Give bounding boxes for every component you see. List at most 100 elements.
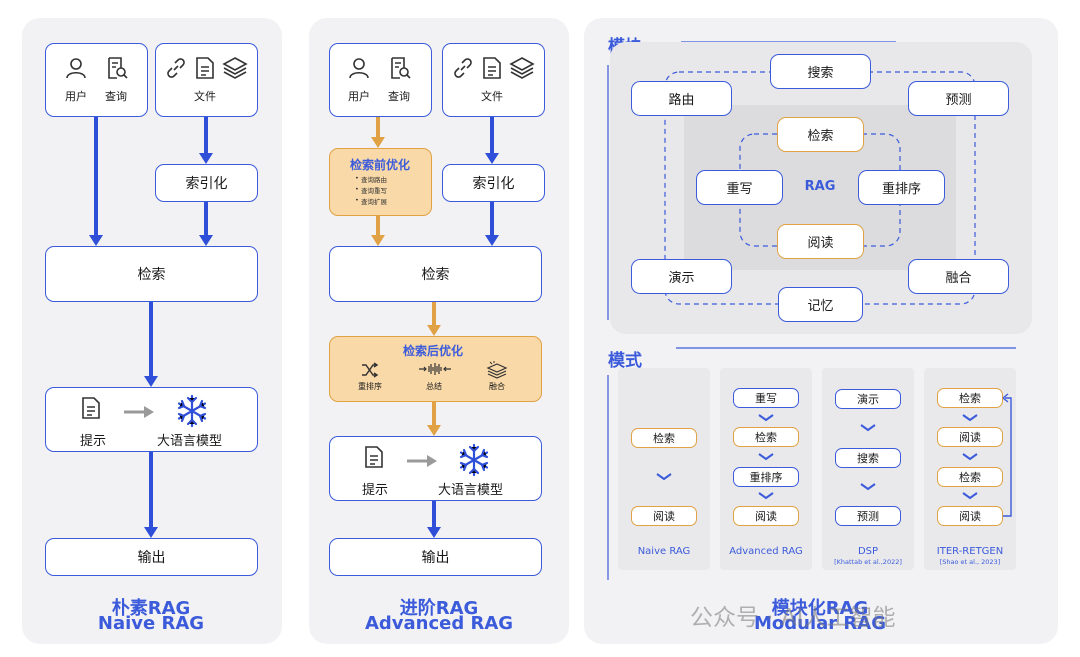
pre-retrieval-box [329,148,432,216]
pattern-step: 搜索 [835,447,901,468]
pattern-step: 预测 [835,506,901,526]
snowflake-icon [459,443,489,477]
pre-retrieval-title: 检索前优化 [349,158,411,172]
pattern-name: Naive RAG [637,546,691,557]
pattern-step: 重排序 [733,466,799,487]
query-label: 查询 [105,90,127,103]
module-routing: 路由 [631,81,732,116]
module-retrieve-label: 检索 [807,129,834,144]
pattern-citation: [Khattab et al.,2022] [834,558,902,566]
arrowhead [485,235,499,246]
user-query-box [329,43,432,117]
module-demonstrate: 演示 [631,259,732,294]
arrowhead [89,235,103,246]
post-item-1: 重排序 [358,382,382,391]
chevron-down-icon [758,492,774,500]
fusion-stack-icon [486,361,508,379]
chevron-down-icon [962,492,978,500]
module-search: 搜索 [770,54,871,89]
arrowhead [144,376,158,387]
watermark-text: 公众号 · AI人工智能 [690,605,896,631]
module-fusion: 融合 [908,259,1009,294]
post-item-2: 总结 [426,382,442,391]
indexing-label: 索引化 [472,176,515,192]
arrow-post-to-llm [432,402,436,426]
arrow-indexing-to-retrieval [204,202,208,236]
right-arrow-icon [407,455,437,467]
files-box [155,43,258,117]
document-icon [483,57,501,79]
arrow-files-to-indexing [490,117,494,155]
chevron-down-icon [656,473,672,481]
output-box: 输出 [329,538,542,576]
user-label: 用户 [65,90,87,103]
module-rag-label: RAG [804,179,836,194]
retrieval-label: 检索 [137,267,166,283]
pattern-step: 阅读 [733,506,799,526]
link-icon [454,58,472,78]
output-label: 输出 [421,550,450,566]
arrow-pre-to-retrieval [376,216,380,236]
query-label: 查询 [388,90,410,103]
chevron-down-icon [758,453,774,461]
arrow-indexing-to-retrieval [490,202,494,236]
arrow-query-to-retrieval [94,117,98,236]
arrowhead [427,325,441,336]
indexing-label: 索引化 [185,176,228,192]
arrowhead [199,235,213,246]
module-demonstrate-label: 演示 [668,271,695,286]
user-icon [349,58,369,79]
arrow-llm-to-output [149,452,153,528]
module-search-label: 搜索 [807,66,834,81]
arrow-llm-to-output [432,501,436,528]
prompt-llm-box [329,436,542,501]
arrowhead [427,527,441,538]
arrowhead [371,235,385,246]
modular-title-cn: 模块化RAG [771,598,869,619]
indexing-box: 索引化 [155,164,258,202]
module-rewrite: 重写 [696,170,783,205]
pattern-citation: [Shao et al., 2023] [939,558,1001,566]
output-box: 输出 [45,538,258,576]
prompt-doc-icon [82,397,100,419]
module-predict: 预测 [908,81,1009,116]
chevron-down-icon [962,413,978,421]
pre-item-3: 查询扩展 [361,198,387,206]
naive-title-cn: 朴素RAG [111,598,191,619]
bullet: • [355,185,359,193]
pattern-name: ITER-RETGEN [936,546,1004,557]
arrow-files-to-indexing [204,117,208,155]
pattern-step: 检索 [631,428,697,448]
indexing-box: 索引化 [442,164,545,202]
right-arrow-icon [124,406,154,418]
module-rerank: 重排序 [858,170,945,205]
files-box [442,43,545,117]
query-doc-icon [391,57,411,79]
pattern-step: 阅读 [631,506,697,526]
arrowhead [371,137,385,148]
arrowhead [199,153,213,164]
pattern-step: 阅读 [937,506,1003,526]
document-icon [196,57,214,79]
query-doc-icon [108,57,128,79]
patterns-title: 模式 [608,351,642,371]
module-memory: 记忆 [778,287,863,322]
chevron-down-icon [860,482,876,490]
files-label: 文件 [194,90,216,103]
pattern-name: DSP [857,546,879,557]
pattern-step: 检索 [733,427,799,448]
pattern-step: 阅读 [937,427,1003,448]
module-predict-label: 预测 [945,93,972,108]
naive-title-en: Naive RAG [97,613,205,634]
pattern-column [618,368,710,570]
iterate-loop-arrow [1003,393,1012,517]
module-retrieve: 检索 [777,117,864,152]
layers-icon [222,57,248,79]
llm-label: 大语言模型 [438,483,504,498]
module-rewrite-label: 重写 [726,182,753,197]
pre-item-1: 查询路由 [361,176,387,184]
post-item-3: 融合 [489,382,505,391]
pattern-step: 重写 [733,388,799,408]
chevron-down-icon [758,413,774,421]
prompt-llm-box [45,387,258,452]
